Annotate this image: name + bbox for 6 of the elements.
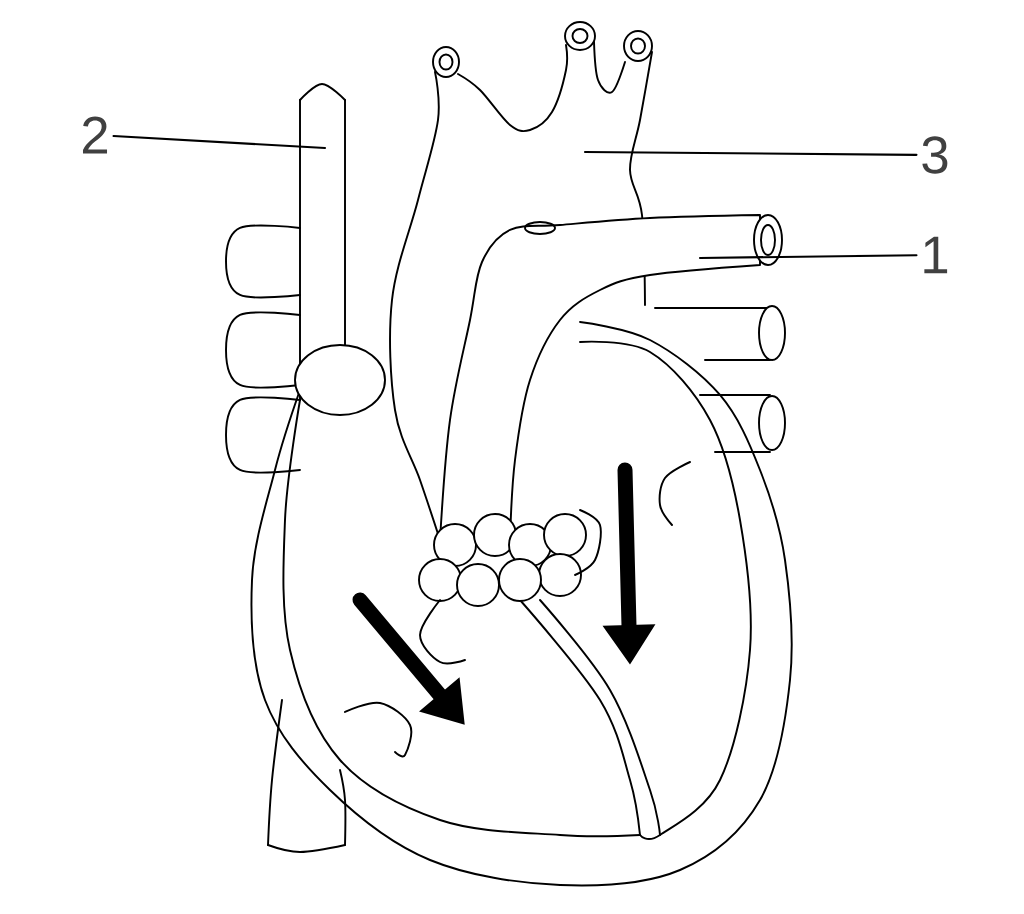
leader-line xyxy=(112,135,327,150)
leader-line xyxy=(583,150,918,156)
callout-number: 2 xyxy=(83,116,107,154)
leader-line xyxy=(698,254,918,260)
callout-number: 1 xyxy=(924,236,948,274)
callout-number: 3 xyxy=(922,136,948,174)
